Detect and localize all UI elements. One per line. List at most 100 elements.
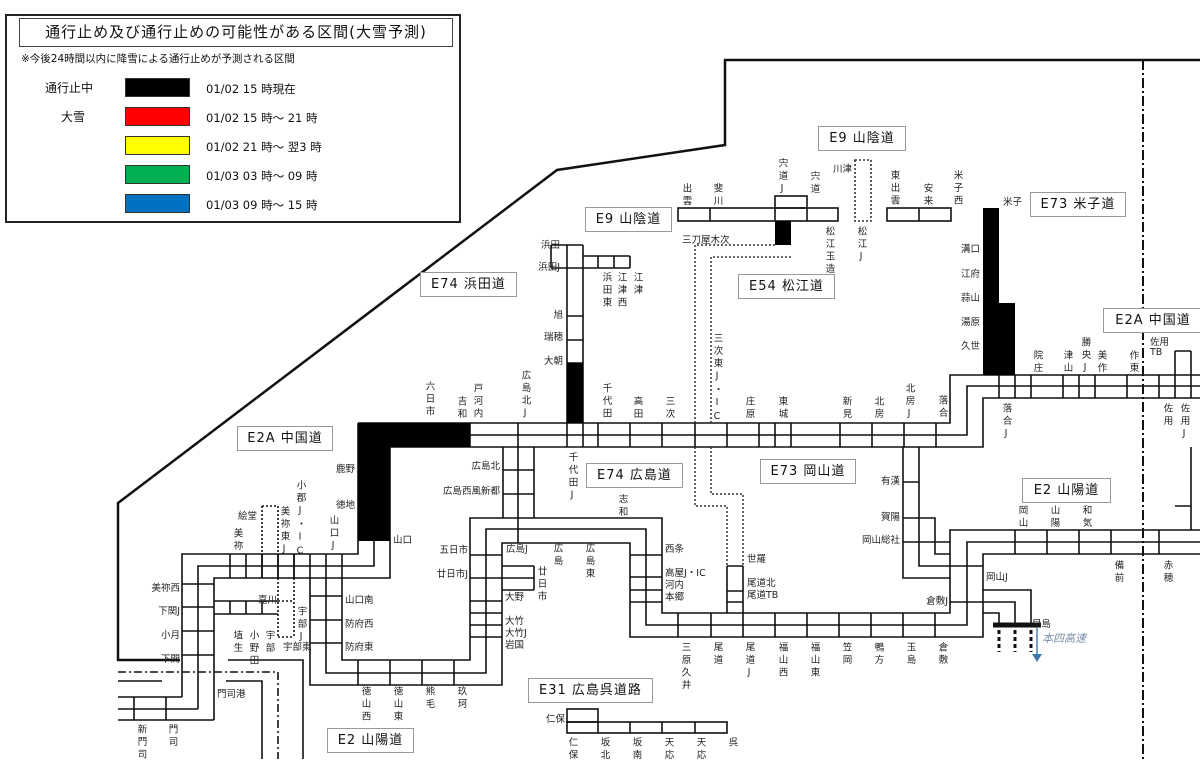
closed-yonago-road[interactable] [983, 208, 999, 375]
legend-title: 通行止め及び通行止めの可能性がある区間(大雪予測) [19, 18, 453, 47]
interchange-label: 美祢西 [151, 583, 180, 594]
interchange-label: 戸河内 [471, 383, 483, 421]
interchange-label: 笠岡 [840, 642, 852, 667]
interchange-label: 山口南 [345, 595, 374, 606]
interchange-label: 五日市 [439, 545, 468, 556]
interchange-label: 門司 [166, 724, 178, 749]
legend-period: 01/03 09 時～ 15 時 [206, 198, 318, 212]
interchange-label: 川津 [833, 164, 853, 175]
interchange-label: 千代田J [566, 452, 578, 504]
legend-swatch-1 [125, 107, 190, 126]
e2a-chugoku-road[interactable] [181, 374, 1200, 720]
interchange-label: 美作 [1095, 350, 1107, 375]
interchange-label: 斐川 [711, 183, 723, 208]
interchange-label: 大朝 [543, 356, 563, 367]
interchange-label: 熊毛 [423, 686, 435, 711]
interchange-label: 早島 [1032, 619, 1052, 630]
road-label-e74-hiroshima: E74 広島道 [586, 463, 683, 488]
interchange-label: 広島西風新都 [442, 486, 500, 497]
legend-closed-label: 通行止中 [45, 81, 94, 95]
interchange-label: 広島東 [583, 543, 595, 581]
interchange-label: 福山西 [776, 642, 788, 680]
e74-hiroshima-road[interactable] [502, 447, 535, 591]
interchange-label: 防府西 [345, 619, 374, 630]
road-label-e54-matsue: E54 松江道 [738, 274, 835, 299]
interchange-label: 防府東 [345, 642, 374, 653]
interchange-label: 尾道J [743, 642, 755, 681]
closed-yonago-hiruzen[interactable] [999, 303, 1015, 375]
closed-hamada-oasa[interactable] [567, 363, 583, 423]
interchange-label: 津山 [1061, 350, 1073, 375]
interchange-label: 広島北 [471, 461, 500, 472]
e2-sanyo-road[interactable] [309, 350, 1200, 686]
road-label-e74-hamada: E74 浜田道 [420, 272, 517, 297]
interchange-label: 広島 [551, 543, 563, 568]
closed-chugoku-yamaguchi[interactable] [358, 423, 390, 541]
interchange-label: 東出雲 [888, 170, 900, 208]
interchange-label: 三原久井 [679, 642, 691, 692]
interchange-label: 絵堂 [238, 511, 258, 522]
e74-hamada-road[interactable] [550, 244, 631, 423]
interchange-label: 広島北J [519, 370, 531, 422]
interchange-label: 蒜山 [960, 293, 980, 304]
interchange-label: 吉和 [455, 396, 467, 421]
interchange-label: 玉島 [904, 642, 916, 667]
e54-matsue-road[interactable] [694, 244, 791, 566]
interchange-label: 宇部J [295, 606, 307, 645]
interchange-label: 江津 [631, 272, 643, 297]
interchange-label: 美祢東J [278, 506, 290, 558]
interchange-label: 新門司 [135, 724, 147, 762]
interchange-label: 山陽 [1048, 505, 1060, 530]
interchange-label: 浜田J [538, 262, 560, 273]
interchange-label: 仁保 [566, 737, 578, 762]
interchange-label: 作東 [1127, 350, 1139, 375]
legend-swatch-3 [125, 165, 190, 184]
interchange-label: 出雲 [680, 183, 692, 208]
road-label-e9-sanin: E9 山陰道 [818, 126, 906, 151]
interchange-label: 山口J [327, 515, 339, 554]
interchange-label: 美祢 [231, 528, 243, 553]
interchange-label: 志和 [616, 494, 628, 519]
interchange-label: 倉敷 [936, 642, 948, 667]
e73-okayama-road[interactable] [902, 447, 1041, 652]
closed-sections[interactable] [358, 208, 1015, 541]
interchange-label: 岡山J [986, 572, 1008, 583]
interchange-label: 三刀屋木次 [682, 235, 730, 246]
interchange-label: 六日市 [423, 381, 435, 419]
honshi-expressway-label: 本四高速 [1042, 632, 1086, 645]
e9-sanin-road[interactable] [677, 159, 952, 222]
interchange-label: 有漢 [880, 476, 900, 487]
interchange-label: 坂北 [598, 737, 610, 762]
interchange-label: 佐用 [1161, 403, 1173, 428]
interchange-label: 尾道TB [747, 590, 779, 601]
legend-period: 01/03 03 時～ 09 時 [206, 169, 318, 183]
interchange-label: 広島J [506, 544, 528, 555]
interchange-label: 備前 [1112, 560, 1124, 585]
interchange-label: 久世 [960, 341, 980, 352]
honshi-arrow [1032, 628, 1042, 662]
legend-snow-label: 大雪 [61, 110, 86, 124]
interchange-label: 徳山東 [391, 686, 403, 724]
interchange-label: 天応 [662, 737, 674, 762]
e31-hiroshima-kure-road[interactable] [566, 708, 728, 734]
interchange-label: 高田 [631, 396, 643, 421]
interchange-label: 岡山 [1016, 505, 1028, 530]
road-label-e73-yonago: E73 米子道 [1030, 192, 1126, 217]
interchange-label: 松江玉造 [823, 226, 835, 276]
interchange-label: 福山東 [808, 642, 820, 680]
interchange-label: 江府 [960, 269, 980, 280]
interchange-label: 三次 [663, 396, 675, 421]
interchange-label: 高屋J・IC [665, 568, 706, 579]
interchange-label: 浜田東 [600, 272, 612, 310]
interchange-label: 宇部 [263, 630, 275, 655]
closed-matsue-shinji[interactable] [775, 221, 791, 245]
interchange-label: 米子 [1003, 197, 1023, 208]
interchange-label: 和気 [1080, 505, 1092, 530]
interchange-label: 瑞穂 [543, 332, 563, 343]
interchange-label: 千代田 [600, 383, 612, 421]
interchange-label: 小野田 [247, 630, 259, 668]
interchange-label: 北房J [903, 383, 915, 422]
interchange-label: 大野 [505, 592, 525, 603]
interchange-label: 江津西 [615, 272, 627, 310]
